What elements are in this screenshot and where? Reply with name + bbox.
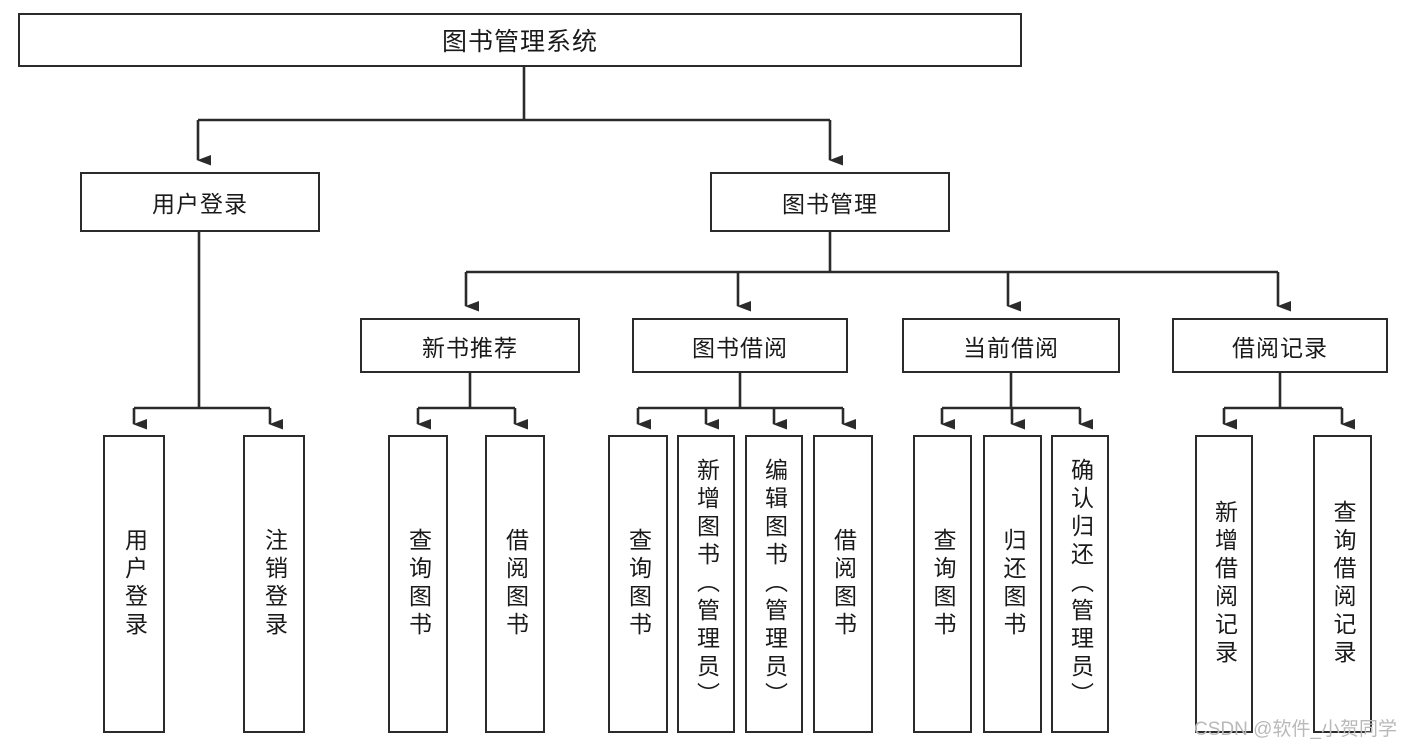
node-new-book-rec[interactable]: 新书推荐 [360,318,580,373]
leaf-user-login[interactable]: 用户登录 [103,435,165,733]
leaf-borrow-book-1-label: 借阅图书 [502,528,529,640]
leaf-borrow-book-1[interactable]: 借阅图书 [485,435,545,733]
leaf-query-record[interactable]: 查询借阅记录 [1313,435,1372,733]
node-root[interactable]: 图书管理系统 [18,13,1022,67]
leaf-query-book-3-label: 查询图书 [930,528,956,640]
leaf-confirm-return[interactable]: 确认归还（管理员） [1051,435,1109,733]
node-book-manage-label: 图书管理 [782,191,878,217]
leaf-add-book-label: 新增图书（管理员） [693,458,720,710]
leaf-edit-book[interactable]: 编辑图书（管理员） [745,435,803,733]
node-book-borrow[interactable]: 图书借阅 [632,318,848,373]
node-book-borrow-label: 图书借阅 [692,334,788,361]
node-current-borrow-label: 当前借阅 [963,334,1059,361]
leaf-return-book[interactable]: 归还图书 [983,435,1042,733]
node-new-book-rec-label: 新书推荐 [422,334,518,361]
leaf-query-record-label: 查询借阅记录 [1330,500,1356,668]
leaf-borrow-book-2[interactable]: 借阅图书 [813,435,873,733]
leaf-edit-book-label: 编辑图书（管理员） [761,458,788,710]
node-user-login-label: 用户登录 [152,191,248,217]
leaf-logout-label: 注销登录 [261,528,288,640]
node-borrow-record-label: 借阅记录 [1232,334,1328,361]
leaf-logout[interactable]: 注销登录 [243,435,305,733]
leaf-user-login-label: 用户登录 [121,528,148,640]
leaf-confirm-return-label: 确认归还（管理员） [1067,458,1094,710]
leaf-query-book-2[interactable]: 查询图书 [608,435,668,733]
leaf-query-book-2-label: 查询图书 [625,528,652,640]
leaf-add-record-label: 新增借阅记录 [1211,500,1238,668]
leaf-query-book-3[interactable]: 查询图书 [913,435,972,733]
leaf-borrow-book-2-label: 借阅图书 [830,528,857,640]
node-user-login[interactable]: 用户登录 [80,172,320,232]
leaf-query-book-1-label: 查询图书 [405,528,432,640]
watermark: CSDN @软件_小贺同学 [1194,719,1397,740]
node-root-label: 图书管理系统 [441,28,598,56]
node-current-borrow[interactable]: 当前借阅 [902,318,1120,373]
leaf-return-book-label: 归还图书 [1000,528,1026,640]
node-book-manage[interactable]: 图书管理 [710,172,950,232]
leaf-add-record[interactable]: 新增借阅记录 [1195,435,1253,733]
leaf-add-book[interactable]: 新增图书（管理员） [677,435,735,733]
node-borrow-record[interactable]: 借阅记录 [1172,318,1388,373]
leaf-query-book-1[interactable]: 查询图书 [388,435,448,733]
